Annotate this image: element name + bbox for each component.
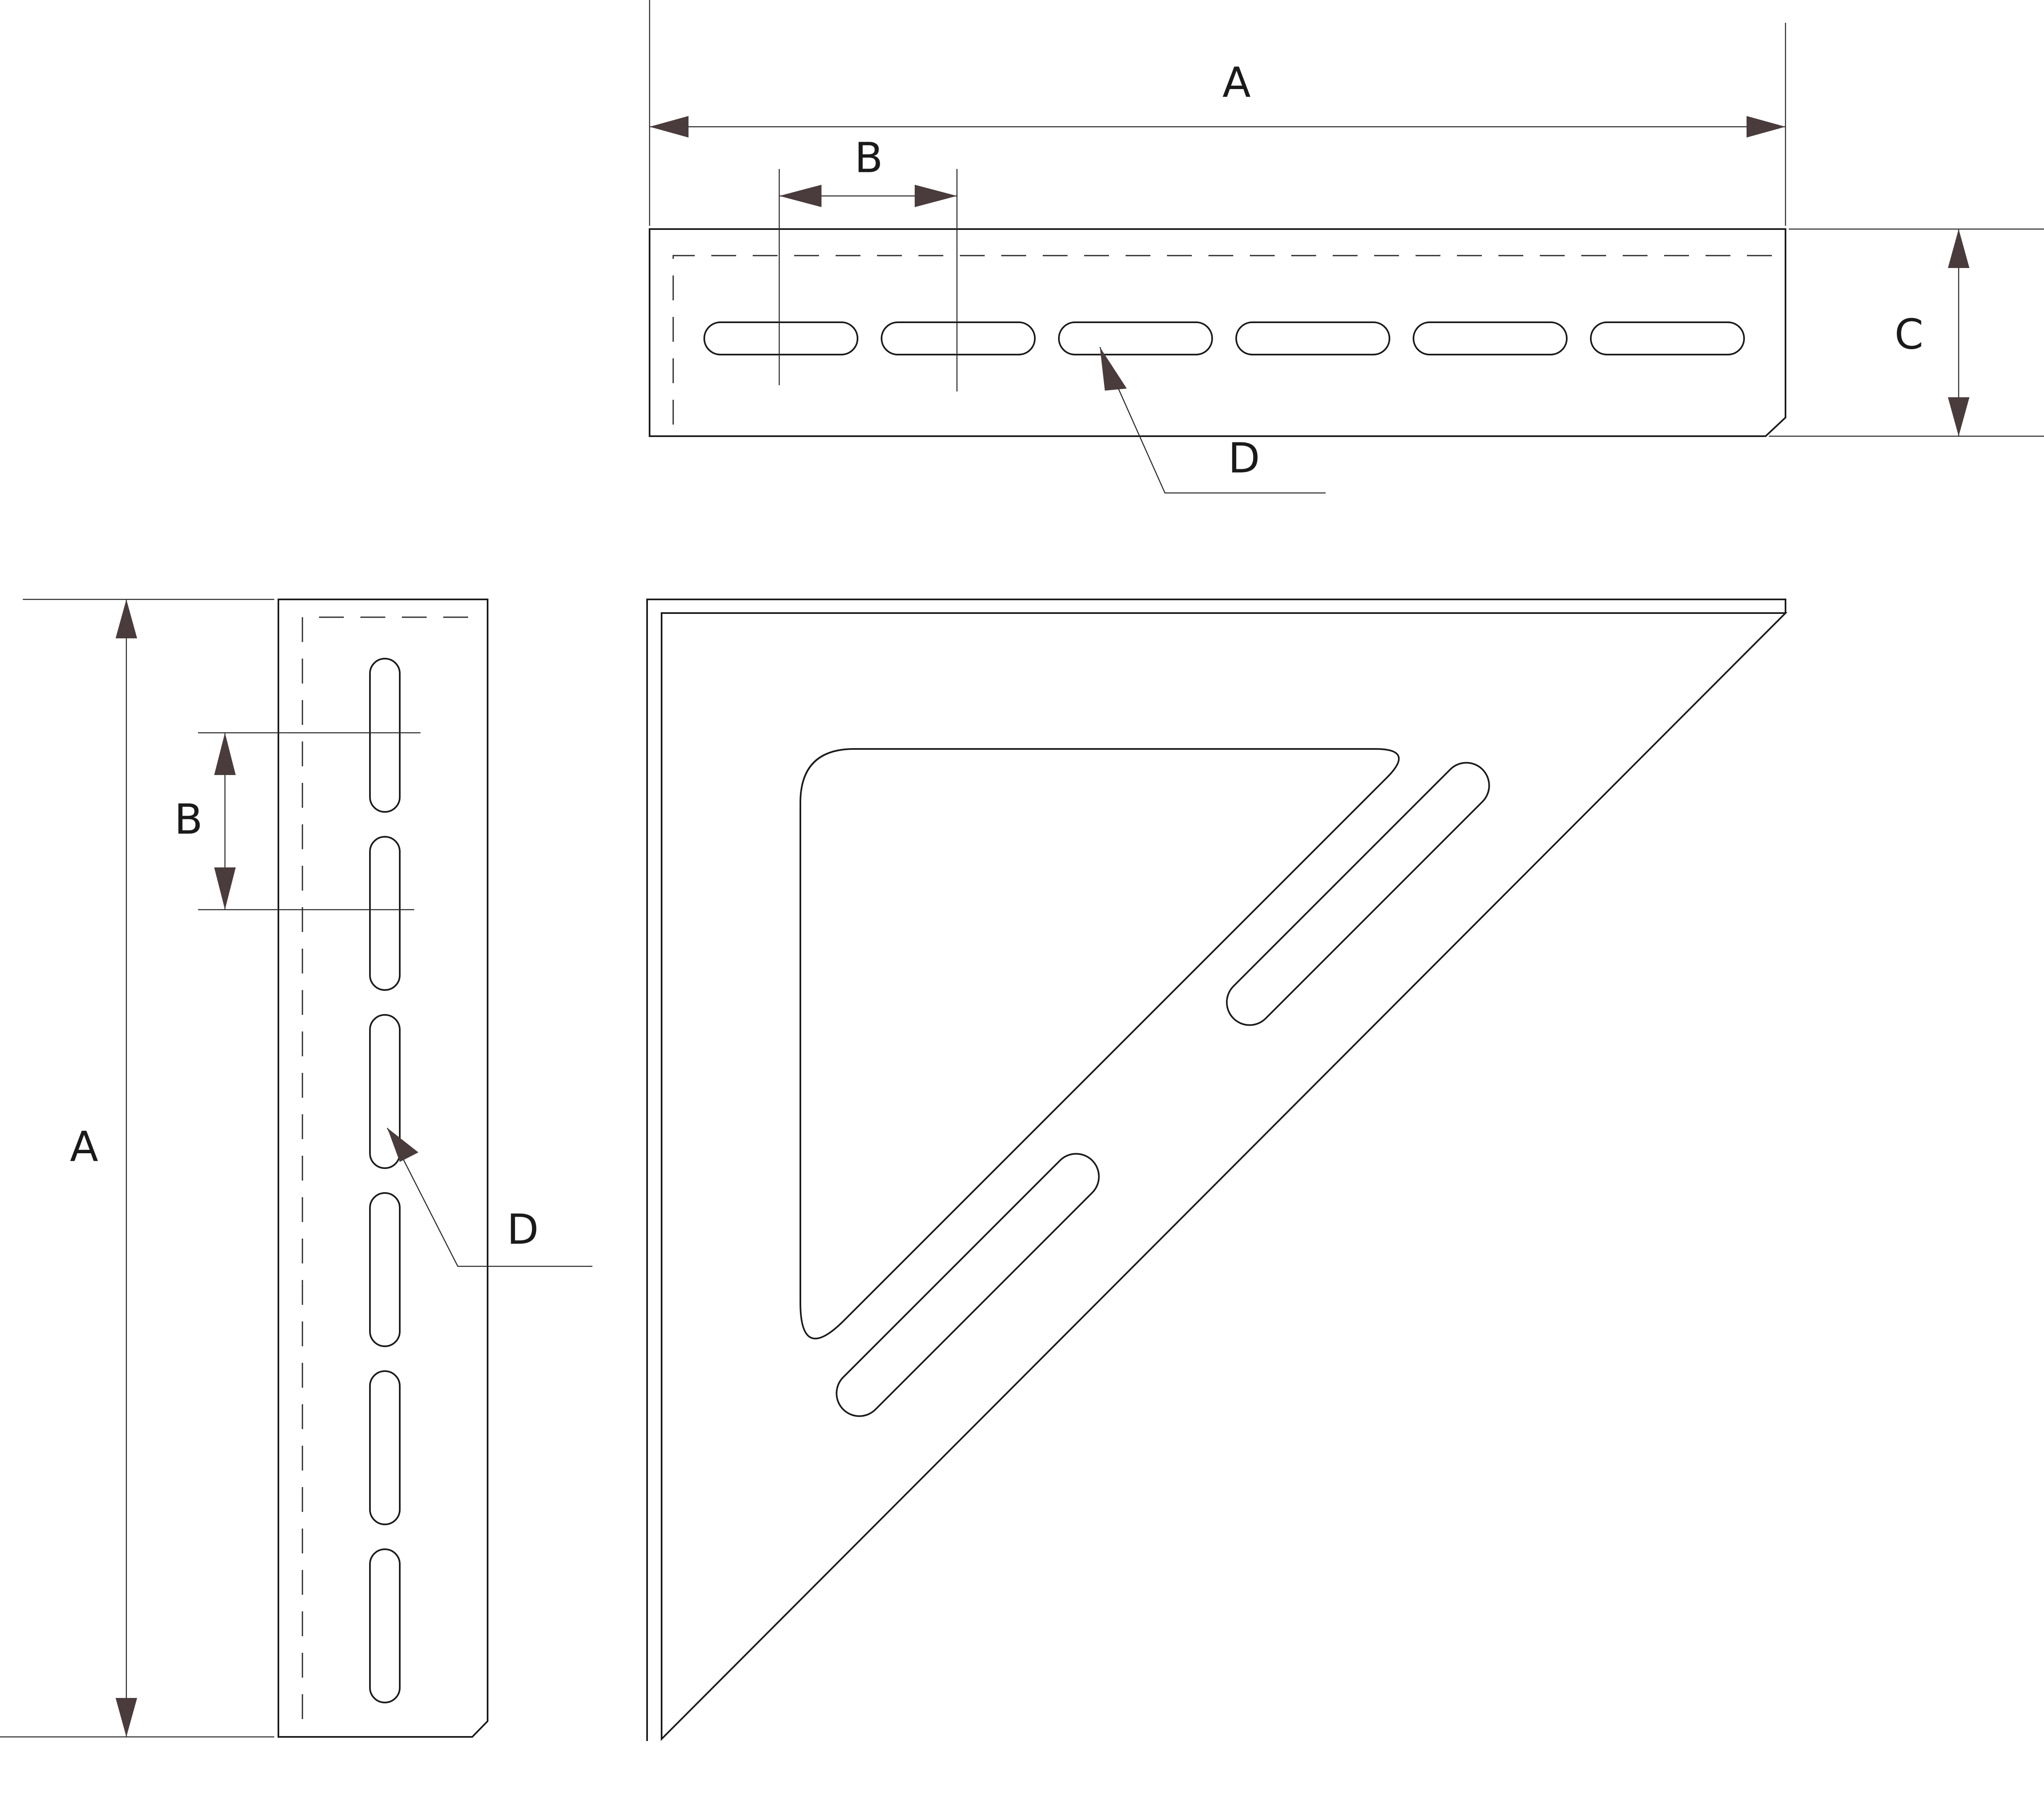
side-slot xyxy=(369,1370,401,1525)
top-slot-group xyxy=(703,321,1745,355)
top-slot xyxy=(1590,321,1745,355)
top-dim-C-arrow-bottom xyxy=(1948,397,1969,436)
top-dim-A-arrow-left xyxy=(650,116,689,138)
top-dim-B-arrow-right xyxy=(915,185,957,207)
top-callout-D-leader xyxy=(1099,347,1326,494)
side-callout-D-arrowhead xyxy=(387,1128,418,1162)
top-dim-C-arrow-top xyxy=(1948,229,1969,268)
side-slot xyxy=(369,1014,401,1169)
top-view: A B C D xyxy=(649,0,2044,494)
gusset-diagonal-slot xyxy=(836,1153,1100,1417)
top-slot xyxy=(1235,321,1390,355)
side-dim-A-arrow-top xyxy=(116,599,137,638)
side-dim-B-label: B xyxy=(174,795,203,843)
side-slot-group xyxy=(369,658,401,1703)
side-callout-D-label: D xyxy=(507,1205,539,1253)
top-plate-bend-line xyxy=(672,255,1785,425)
gusset-triangular-cutout xyxy=(800,748,1400,1340)
gusset-plate-outline xyxy=(661,612,1788,1741)
top-slot xyxy=(703,321,858,355)
side-dim-A-arrow-bottom xyxy=(116,1698,137,1737)
gusset-slot-group xyxy=(836,762,1490,1417)
gusset-diagonal-slot xyxy=(1226,762,1490,1026)
top-callout-D-arrowhead xyxy=(1100,347,1127,391)
side-dim-B-arrow-top xyxy=(214,733,236,775)
side-dim-A-label: A xyxy=(70,1122,98,1171)
top-dim-A-label: A xyxy=(1223,58,1251,106)
side-slot xyxy=(369,836,401,991)
side-dim-B-arrow-bottom xyxy=(214,867,236,910)
side-slot xyxy=(369,658,401,813)
top-slot xyxy=(1058,321,1213,355)
side-callout-D-leader xyxy=(387,1128,592,1267)
gusset-outer-flange xyxy=(646,599,1786,1741)
top-dim-B-label: B xyxy=(855,133,883,182)
side-plate-outline xyxy=(278,599,488,1738)
side-plate-bend-line xyxy=(302,616,474,1719)
gusset-view xyxy=(646,599,1788,1741)
side-view: A B D xyxy=(0,599,592,1738)
top-slot xyxy=(881,321,1036,355)
side-slot xyxy=(369,1548,401,1703)
side-slot xyxy=(369,1192,401,1347)
top-dim-A-arrow-right xyxy=(1747,116,1785,138)
top-callout-D-label: D xyxy=(1228,434,1260,482)
top-plate-outline xyxy=(649,228,1786,437)
top-slot xyxy=(1413,321,1568,355)
top-dim-C-label: C xyxy=(1894,310,1923,358)
top-dim-B-arrow-left xyxy=(779,185,821,207)
